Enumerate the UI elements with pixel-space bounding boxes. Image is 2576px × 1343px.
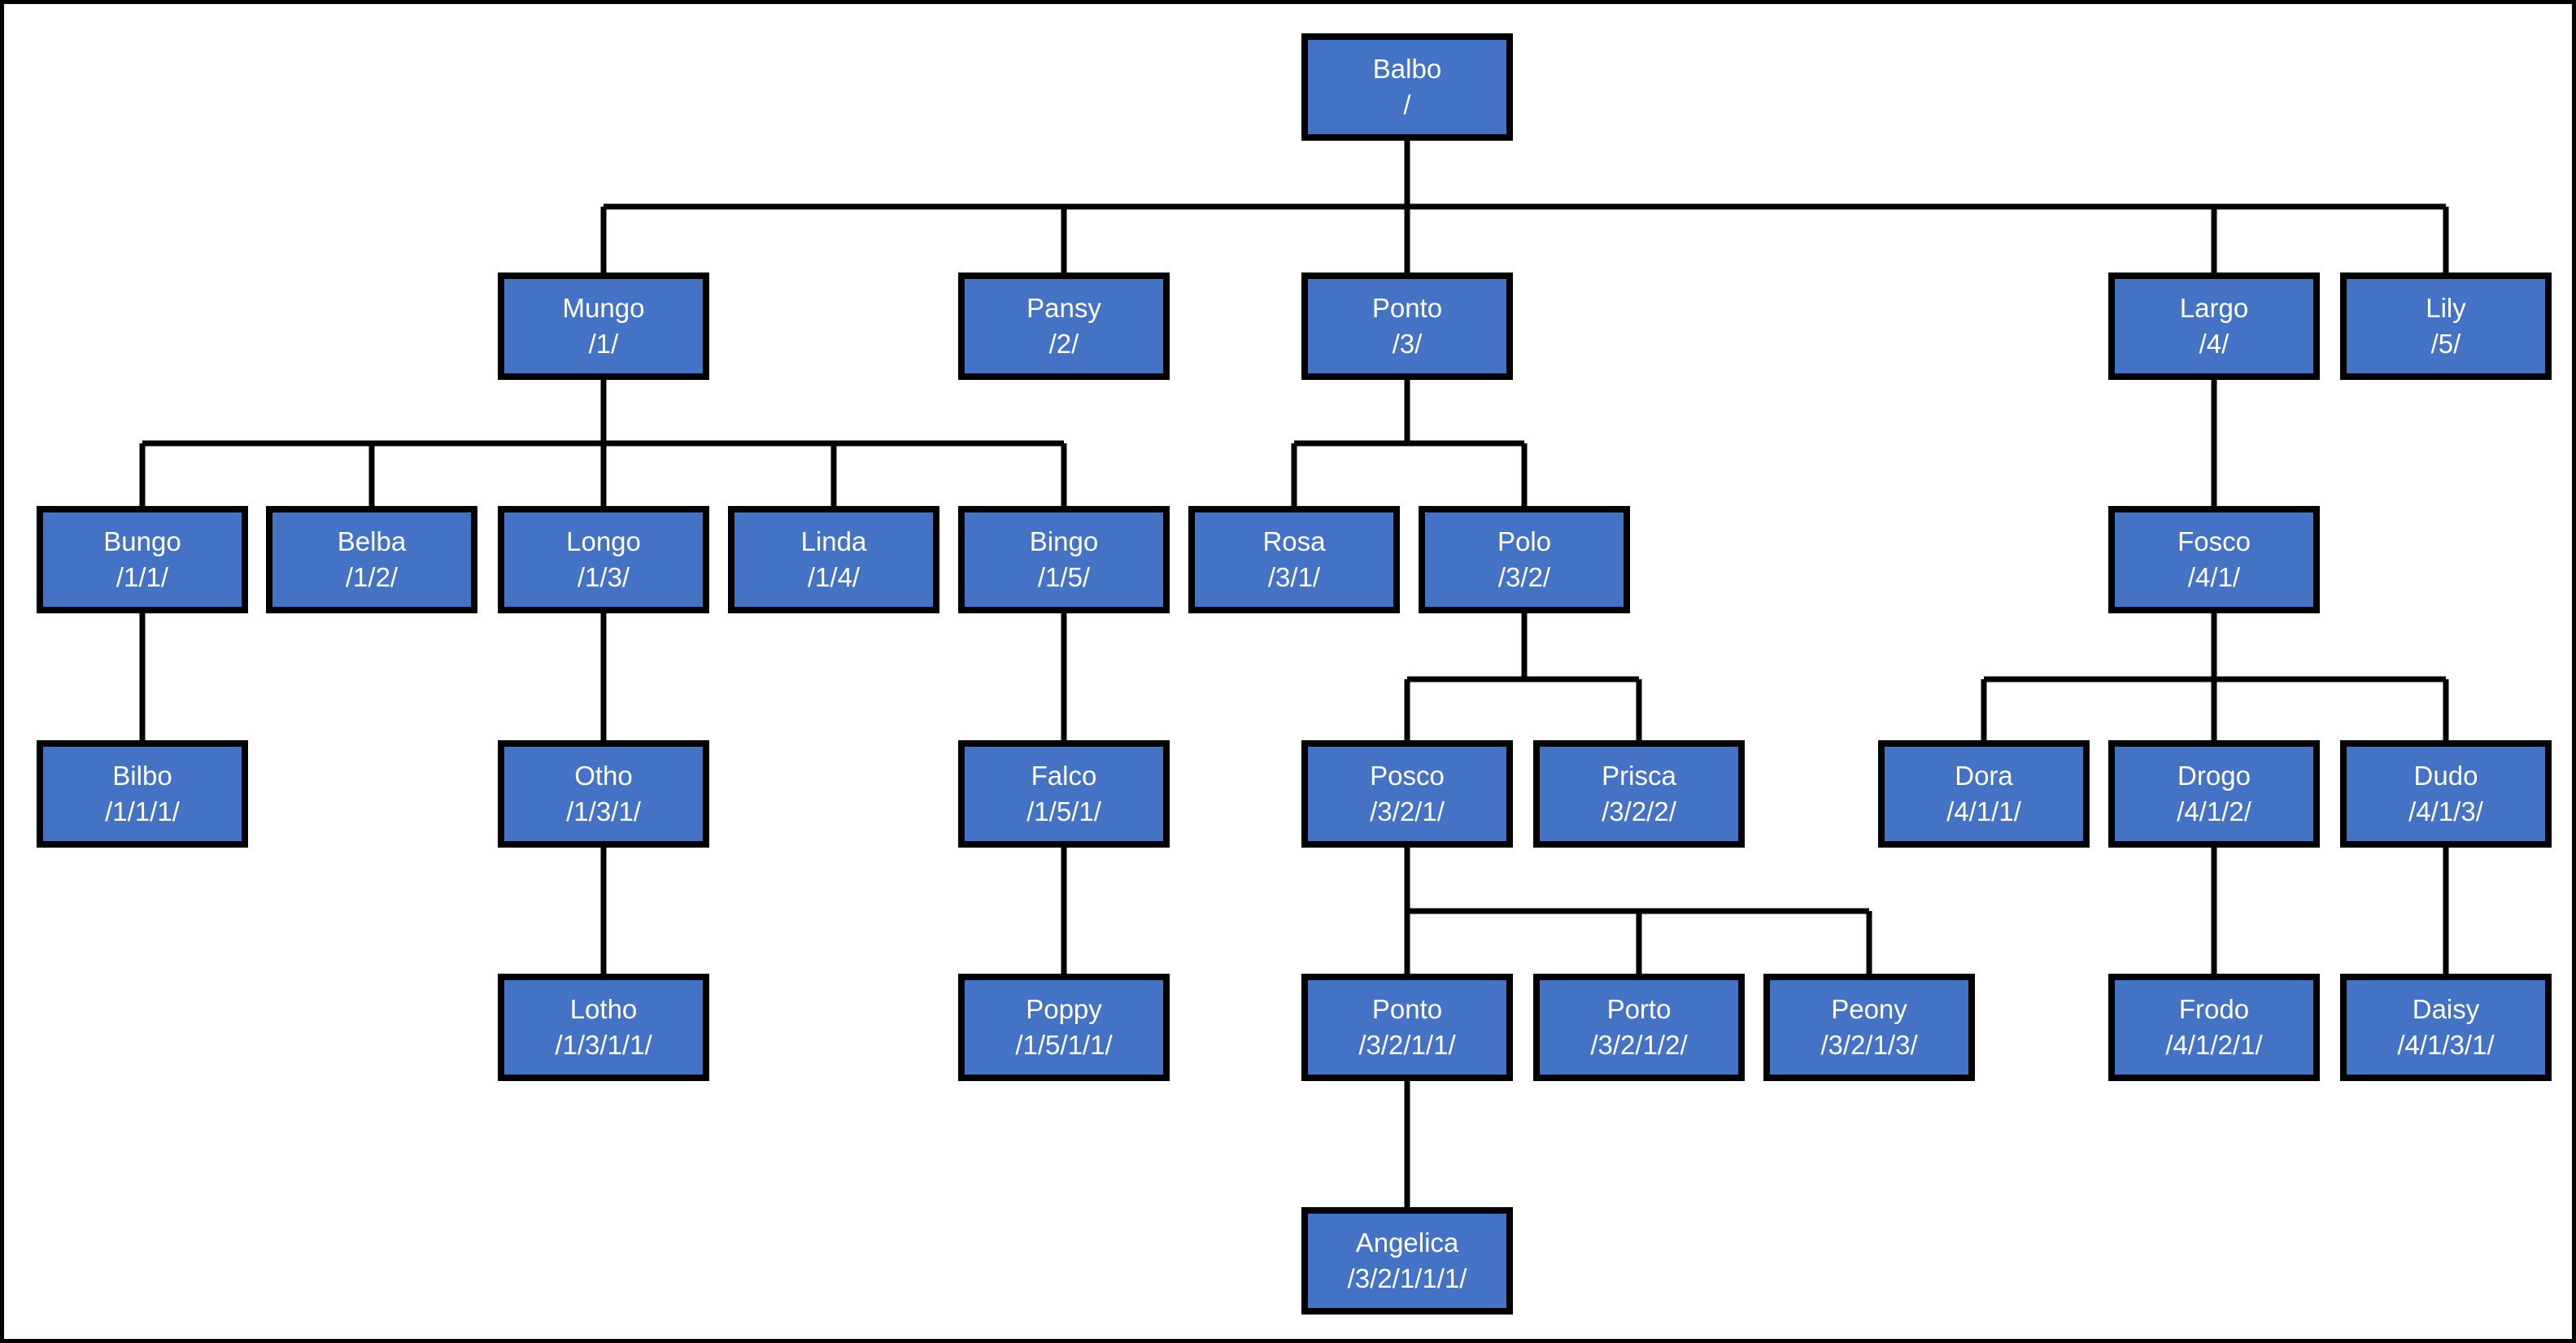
node-code: /1/1/1/ <box>105 796 180 826</box>
node-name: Mungo <box>562 293 645 324</box>
tree-node-linda[interactable]: Linda/1/4/ <box>728 506 939 613</box>
edge-posco-children <box>1404 848 1872 974</box>
node-name: Bilbo <box>112 761 172 791</box>
node-name: Lily <box>2426 293 2466 324</box>
node-code: /4/1/3/ <box>2408 796 2483 826</box>
tree-node-fosco[interactable]: Fosco/4/1/ <box>2108 506 2320 613</box>
tree-node-pansy[interactable]: Pansy/2/ <box>958 273 1170 380</box>
node-name: Belba <box>337 526 407 557</box>
edge-ponto-children <box>1291 380 1528 506</box>
tree-node-bingo[interactable]: Bingo/1/5/ <box>958 506 1170 613</box>
tree-node-bungo[interactable]: Bungo/1/1/ <box>37 506 248 613</box>
node-name: Longo <box>566 526 641 557</box>
node-name: Dudo <box>2413 761 2478 791</box>
node-code: /3/2/1/3/ <box>1820 1030 1918 1060</box>
node-name: Daisy <box>2412 994 2480 1025</box>
tree-node-peony[interactable]: Peony/3/2/1/3/ <box>1763 974 1975 1081</box>
node-name: Lotho <box>569 994 638 1025</box>
tree-node-otho[interactable]: Otho/1/3/1/ <box>498 740 709 848</box>
tree-node-lotho[interactable]: Lotho/1/3/1/1/ <box>498 974 709 1081</box>
node-code: /3/2/2/ <box>1602 796 1676 826</box>
node-name: Polo <box>1497 526 1552 557</box>
tree-node-poppy[interactable]: Poppy/1/5/1/1/ <box>958 974 1170 1081</box>
node-code: /1/5/1/1/ <box>1015 1030 1113 1060</box>
node-code: /1/3/1/1/ <box>555 1030 652 1060</box>
edge-mungo-children <box>139 380 1067 506</box>
node-code: /5/ <box>2430 329 2461 359</box>
node-code: /4/1/2/ <box>2177 796 2251 826</box>
node-code: /4/1/2/1/ <box>2165 1030 2263 1060</box>
node-code: /1/4/ <box>807 562 861 592</box>
node-code: /4/ <box>2199 329 2229 359</box>
node-name: Porto <box>1606 994 1672 1025</box>
node-code: /2/ <box>1048 329 1079 359</box>
node-code: /4/1/ <box>2187 562 2241 592</box>
tree-node-belba[interactable]: Belba/1/2/ <box>266 506 477 613</box>
edge-balbo-children <box>600 141 2449 273</box>
node-code: /1/5/ <box>1037 562 1091 592</box>
node-name: Otho <box>574 761 633 791</box>
node-code: /3/1/ <box>1267 562 1321 592</box>
node-name: Falco <box>1031 761 1097 791</box>
node-name: Dora <box>1955 761 2013 791</box>
node-code: /3/2/ <box>1497 562 1551 592</box>
node-code: /1/2/ <box>345 562 399 592</box>
node-code: /1/3/ <box>577 562 630 592</box>
edge-polo-children <box>1404 613 1642 740</box>
node-code: /3/2/1/2/ <box>1590 1030 1688 1060</box>
tree-node-falco[interactable]: Falco/1/5/1/ <box>958 740 1170 848</box>
node-name: Bungo <box>103 526 181 557</box>
tree-node-longo[interactable]: Longo/1/3/ <box>498 506 709 613</box>
node-name: Frodo <box>2178 994 2250 1025</box>
node-code: /4/1/1/ <box>1946 796 2021 826</box>
node-name: Rosa <box>1262 526 1326 557</box>
tree-node-frodo[interactable]: Frodo/4/1/2/1/ <box>2108 974 2320 1081</box>
node-code: /1/3/1/ <box>566 796 641 826</box>
node-name: Angelica <box>1355 1227 1459 1258</box>
tree-node-angelica[interactable]: Angelica/3/2/1/1/1/ <box>1301 1207 1513 1315</box>
node-name: Poppy <box>1026 994 1102 1025</box>
node-name: Ponto <box>1371 293 1443 324</box>
tree-node-polo[interactable]: Polo/3/2/ <box>1419 506 1630 613</box>
tree-node-ponto-2[interactable]: Ponto/3/2/1/1/ <box>1301 974 1513 1081</box>
node-code: /3/ <box>1392 329 1423 359</box>
tree-node-balbo[interactable]: Balbo / <box>1301 33 1513 141</box>
node-code: / <box>1403 89 1411 120</box>
node-code: /1/ <box>588 329 619 359</box>
tree-node-largo[interactable]: Largo/4/ <box>2108 273 2320 380</box>
tree-node-drogo[interactable]: Drogo/4/1/2/ <box>2108 740 2320 848</box>
node-code: /1/5/1/ <box>1026 796 1101 826</box>
node-code: /3/2/1/ <box>1370 796 1445 826</box>
node-name: Prisca <box>1602 761 1676 791</box>
tree-node-lily[interactable]: Lily/5/ <box>2340 273 2552 380</box>
node-name: Largo <box>2179 293 2249 324</box>
node-name: Pansy <box>1026 293 1101 324</box>
edge-fosco-children <box>1981 613 2449 740</box>
node-name: Peony <box>1831 994 1907 1025</box>
node-name: Drogo <box>2177 761 2251 791</box>
node-name: Fosco <box>2177 526 2251 557</box>
tree-node-mungo[interactable]: Mungo/1/ <box>498 273 709 380</box>
tree-node-dudo[interactable]: Dudo/4/1/3/ <box>2340 740 2552 848</box>
tree-node-porto[interactable]: Porto/3/2/1/2/ <box>1533 974 1745 1081</box>
tree-node-posco[interactable]: Posco/3/2/1/ <box>1301 740 1513 848</box>
tree-node-daisy[interactable]: Daisy/4/1/3/1/ <box>2340 974 2552 1081</box>
tree-node-bilbo[interactable]: Bilbo/1/1/1/ <box>37 740 248 848</box>
tree-node-ponto[interactable]: Ponto/3/ <box>1301 273 1513 380</box>
node-code: /3/2/1/1/ <box>1358 1030 1456 1060</box>
tree-node-prisca[interactable]: Prisca/3/2/2/ <box>1533 740 1745 848</box>
node-code: /1/1/ <box>116 562 169 592</box>
node-name: Posco <box>1370 761 1445 791</box>
node-name: Balbo <box>1372 54 1442 85</box>
tree-node-rosa[interactable]: Rosa/3/1/ <box>1188 506 1400 613</box>
tree-node-dora[interactable]: Dora/4/1/1/ <box>1878 740 2090 848</box>
node-name: Linda <box>800 526 867 557</box>
node-code: /3/2/1/1/1/ <box>1347 1263 1467 1293</box>
connector-lines <box>139 141 2449 1207</box>
node-code: /4/1/3/1/ <box>2397 1030 2495 1060</box>
node-name: Bingo <box>1029 526 1099 557</box>
node-name: Ponto <box>1371 994 1443 1025</box>
